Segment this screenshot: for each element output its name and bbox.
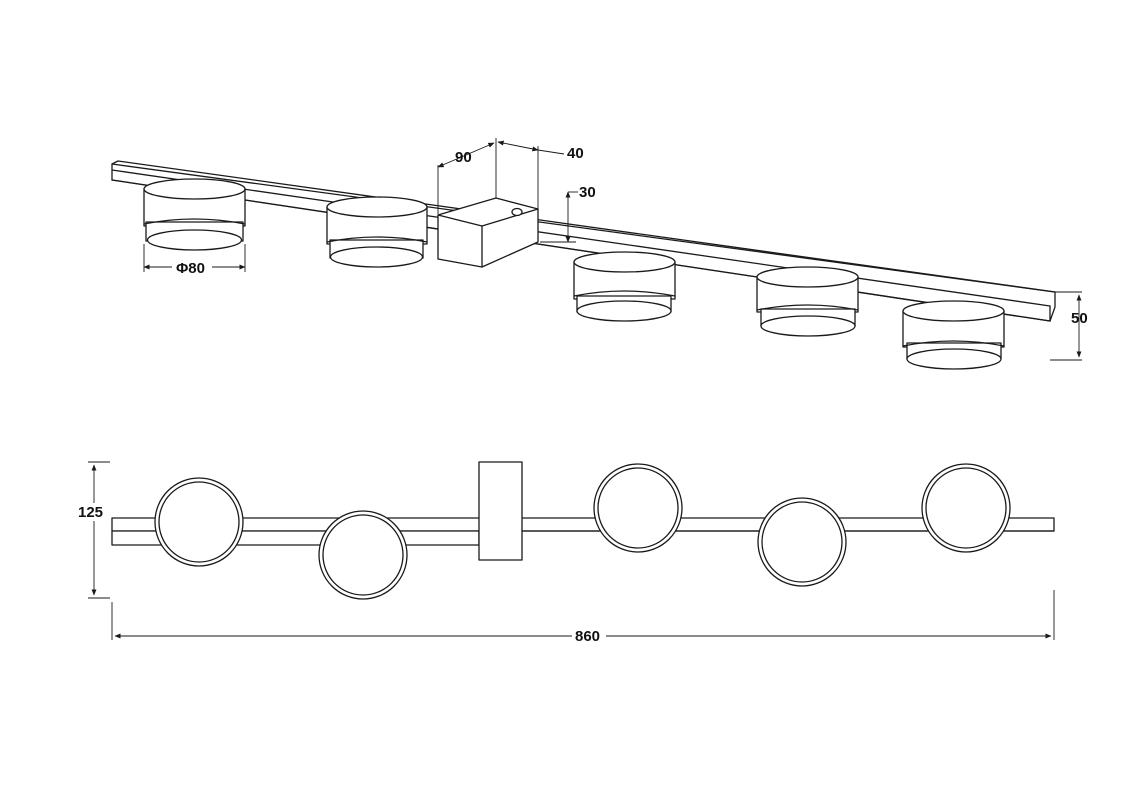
dim-total-length: 860 (111, 590, 1055, 645)
dim-total-depth: 125 (76, 461, 110, 599)
dim-label-50: 50 (1071, 310, 1088, 327)
top-spotlight-5 (921, 463, 1011, 553)
dim-label-125: 125 (78, 504, 103, 521)
mount-screw-icon (511, 207, 523, 217)
top-rail-bar (111, 517, 1055, 532)
dim-mount-depth: 90 (437, 138, 497, 214)
perspective-view: 90 40 30 Φ80 50 (111, 138, 1088, 370)
spotlight-2 (326, 196, 428, 268)
top-spotlight-2 (318, 510, 408, 600)
dim-spot-diameter: Φ80 (143, 244, 246, 277)
dim-mount-width: 40 (497, 140, 584, 209)
dim-label-30: 30 (579, 184, 596, 201)
top-mount-plate (478, 461, 523, 561)
dim-label-40: 40 (567, 145, 584, 162)
dim-label-phi80: Φ80 (176, 260, 205, 277)
spotlight-5 (902, 300, 1005, 370)
top-spotlight-3 (593, 463, 683, 553)
dim-label-90: 90 (455, 149, 472, 166)
mount-box (437, 197, 539, 268)
spotlight-3 (573, 251, 676, 322)
top-spotlight-4 (757, 497, 847, 587)
dim-mount-height: 30 (540, 184, 596, 243)
top-view: 125 860 (76, 461, 1055, 645)
spotlight-1 (143, 178, 246, 251)
top-spotlight-1 (154, 477, 244, 567)
dim-bar-height: 50 (1050, 291, 1088, 361)
dim-label-860: 860 (575, 628, 600, 645)
spotlight-4 (756, 266, 859, 337)
